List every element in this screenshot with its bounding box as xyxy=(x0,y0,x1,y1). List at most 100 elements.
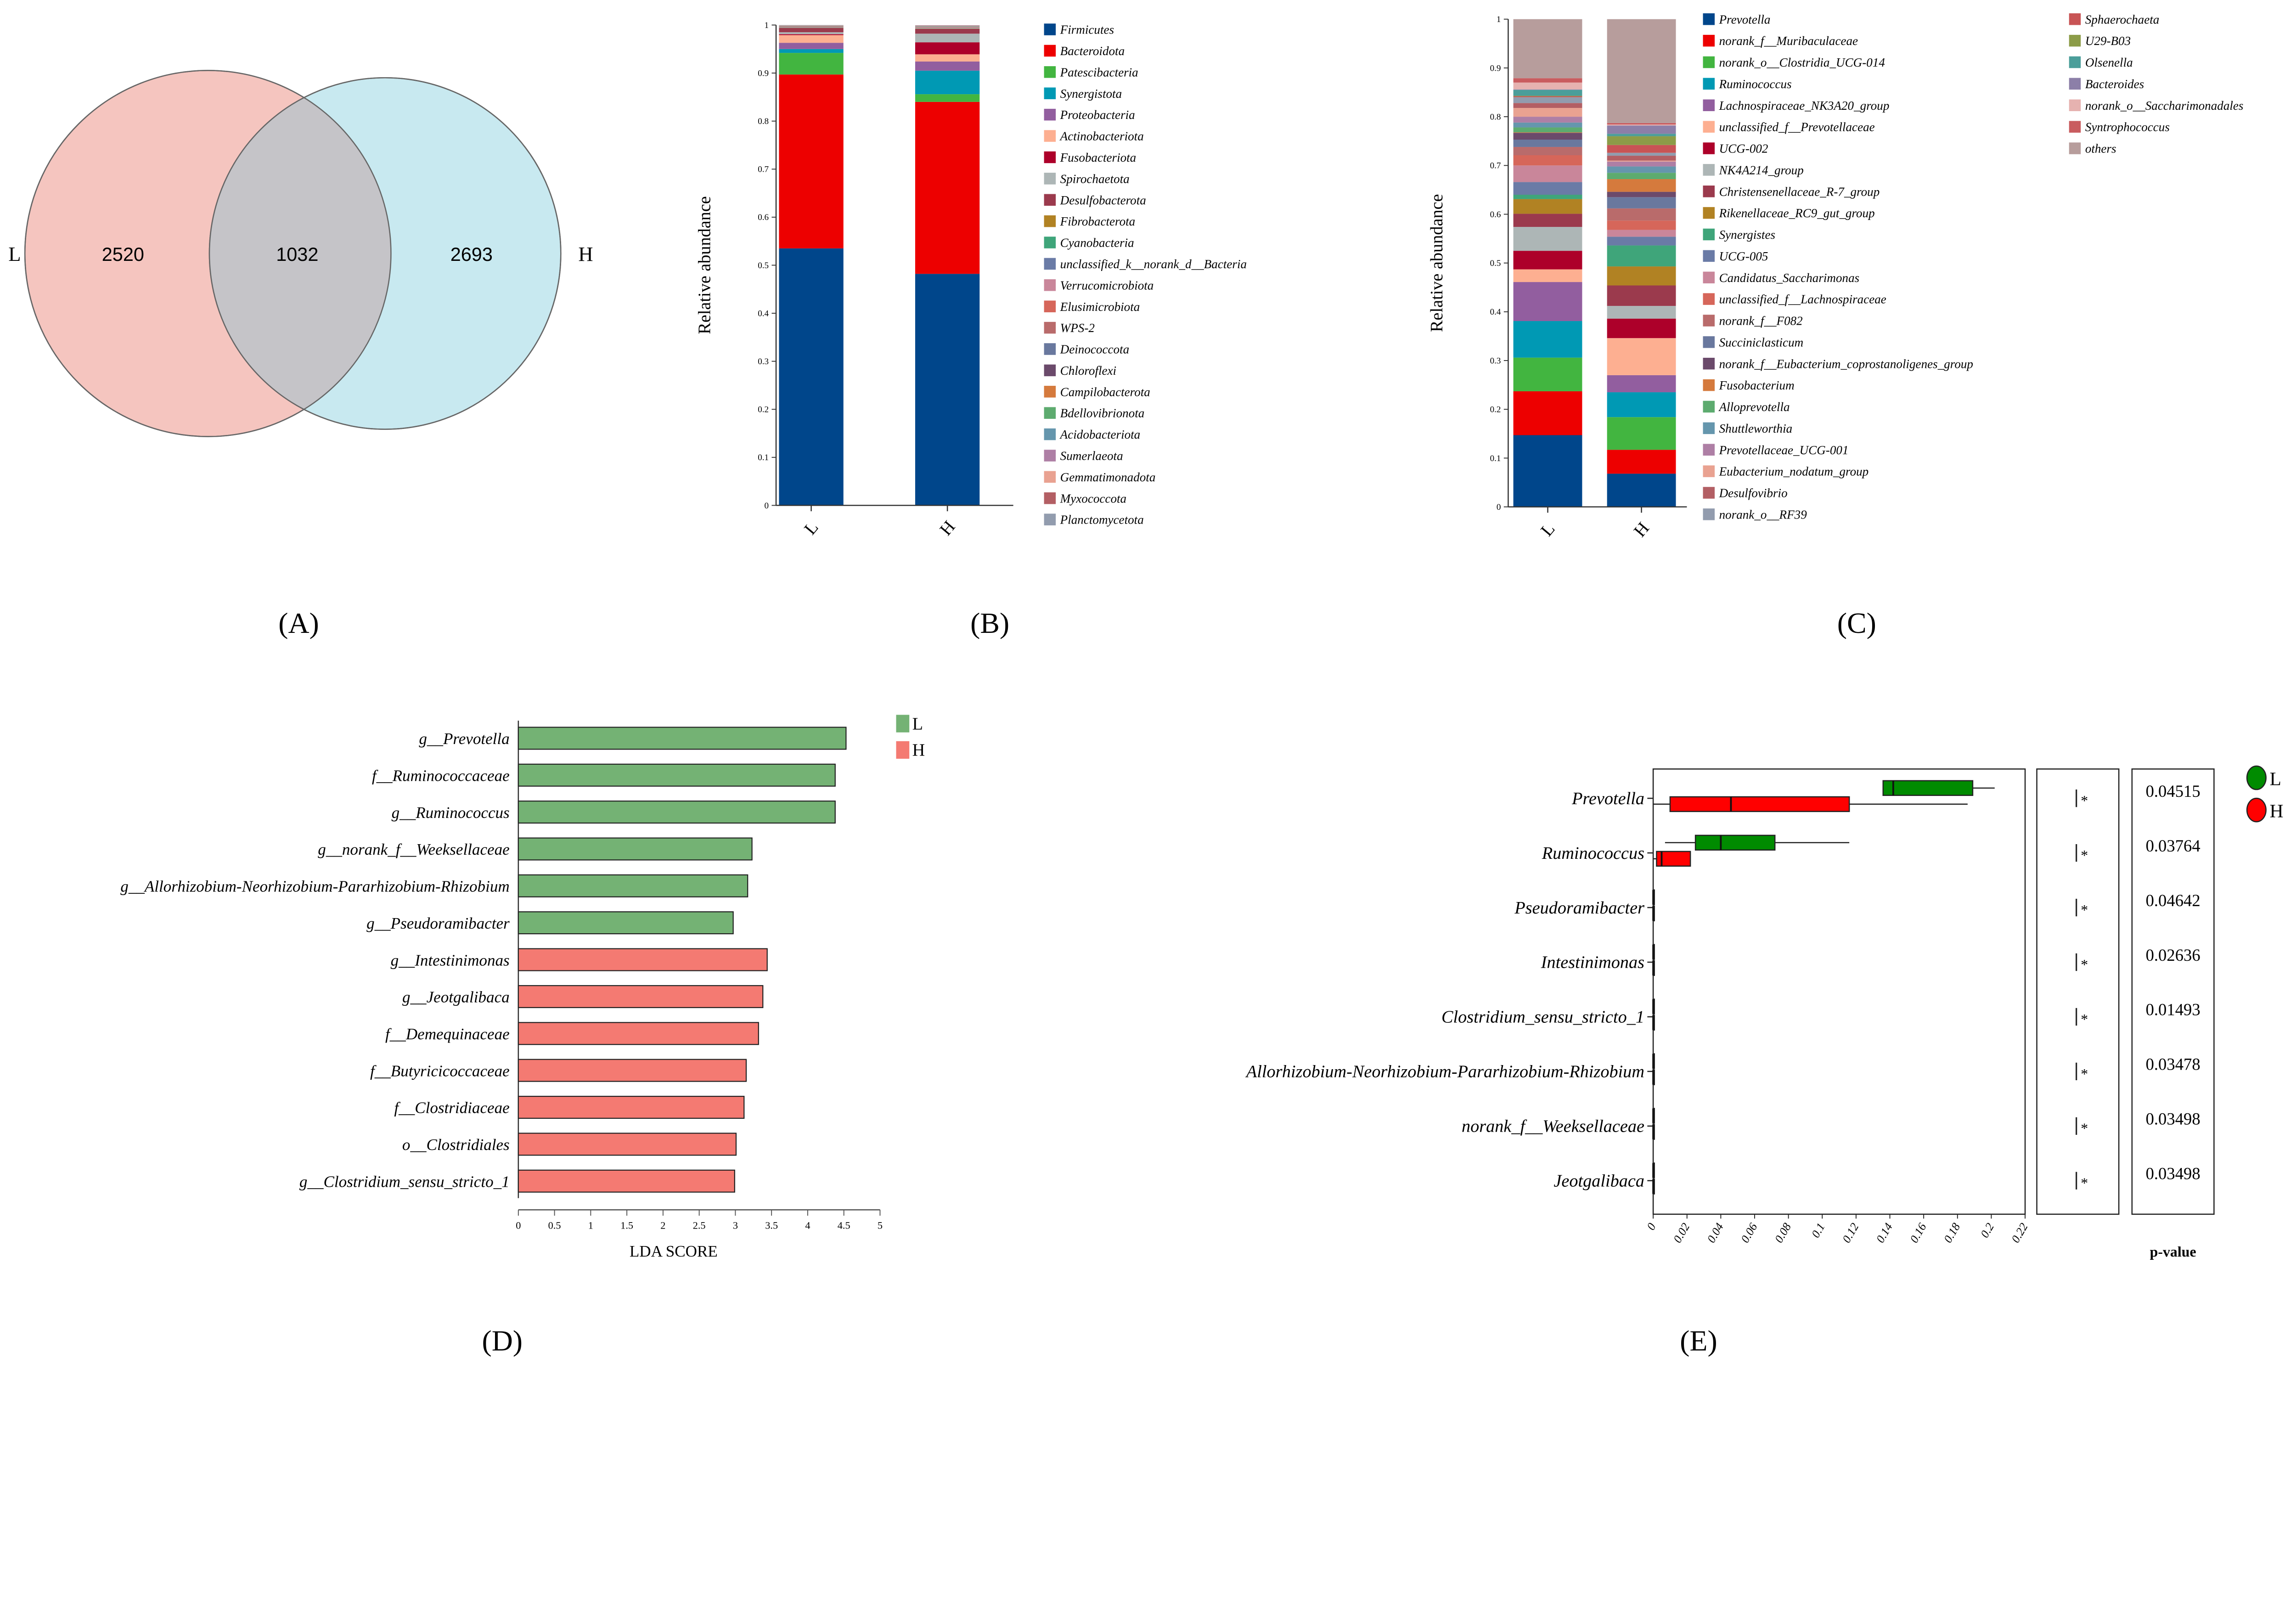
bar-segment xyxy=(915,27,980,28)
significance-marker: * xyxy=(2081,793,2088,809)
legend-label: unclassified_f__Prevotellaceae xyxy=(1719,120,1875,134)
p-value: 0.03498 xyxy=(2146,1110,2200,1128)
legend-label: Fibrobacterota xyxy=(1060,214,1136,228)
p-value: 0.02636 xyxy=(2146,946,2200,964)
category-label: Intestinimonas xyxy=(1541,953,1644,972)
bar-segment xyxy=(779,248,844,506)
y-tick-label: 0.8 xyxy=(758,117,769,126)
legend-swatch xyxy=(1703,228,1715,241)
bar-segment xyxy=(1607,152,1676,156)
x-axis-label: LDA SCORE xyxy=(630,1242,718,1260)
venn-intersection xyxy=(209,78,391,429)
y-tick-label: 1 xyxy=(765,21,769,30)
x-tick-label: L xyxy=(800,518,822,539)
boxplot-panel-e: Prevotella*0.04515Ruminococcus*0.03764Ps… xyxy=(1245,765,2284,1260)
legend-label: Campilobacterota xyxy=(1060,385,1150,399)
legend-swatch xyxy=(1044,173,1056,185)
y-tick-label: 0.1 xyxy=(1490,454,1501,463)
bar-segment xyxy=(915,54,980,62)
p-value: 0.01493 xyxy=(2146,1000,2200,1019)
x-tick-label: 4.5 xyxy=(838,1220,850,1231)
box-L xyxy=(1694,835,1776,851)
legend-label: Christensenellaceae_R-7_group xyxy=(1719,185,1880,198)
x-tick-label: 1.5 xyxy=(620,1220,633,1231)
x-tick-label: 0.16 xyxy=(1907,1221,1929,1245)
bar-segment xyxy=(1607,220,1676,230)
legend-label: Shuttleworthia xyxy=(1719,422,1793,435)
bar-segment xyxy=(915,28,980,34)
legend-label: Myxococcota xyxy=(1060,491,1126,505)
lda-bar xyxy=(518,801,836,824)
x-tick-label: 1 xyxy=(588,1220,593,1231)
bar-label: g__Prevotella xyxy=(419,730,509,748)
legend-label: norank_f__Muribaculaceae xyxy=(1719,34,1858,48)
legend-label: Desulfobacterota xyxy=(1060,193,1146,207)
legend-label: Succiniclasticum xyxy=(1719,335,1804,349)
legend-label: norank_o__Clostridia_UCG-014 xyxy=(1719,56,1885,69)
legend-swatch xyxy=(1703,422,1715,434)
legend-swatch xyxy=(1703,13,1715,25)
pvalue-header: p-value xyxy=(2150,1244,2196,1260)
legend-label: Prevotella xyxy=(1719,12,1771,26)
legend-label: Lachnospiraceae_NK3A20_group xyxy=(1719,99,1890,113)
bar-segment xyxy=(1607,161,1676,167)
bar-segment xyxy=(1513,78,1582,83)
legend-label: Chloroflexi xyxy=(1060,364,1116,378)
legend-swatch xyxy=(1703,508,1715,520)
bar-segment xyxy=(915,25,980,26)
bar-segment xyxy=(1607,192,1676,197)
legend-swatch xyxy=(1703,315,1715,327)
legend-swatch xyxy=(896,741,910,759)
legend-swatch xyxy=(1703,164,1715,176)
x-tick-label: 0.22 xyxy=(2009,1221,2031,1245)
bar-segment xyxy=(1607,160,1676,162)
legend-label: Proteobacteria xyxy=(1060,108,1135,122)
legend-swatch xyxy=(1044,321,1056,334)
legend-label: WPS-2 xyxy=(1060,321,1095,335)
venn-count-intersection: 1032 xyxy=(276,243,318,265)
legend-label: Eubacterium_nodatum_group xyxy=(1719,465,1869,479)
bar-segment xyxy=(1607,237,1676,246)
legend-label: others xyxy=(2085,142,2116,156)
bar-segment xyxy=(915,28,980,29)
bar-segment xyxy=(1513,133,1582,140)
bar-segment xyxy=(1607,338,1676,375)
legend-swatch xyxy=(1703,293,1715,305)
venn-count-L: 2520 xyxy=(102,243,144,265)
bar-segment xyxy=(1513,90,1582,96)
y-tick-label: 0.2 xyxy=(1490,405,1501,415)
legend-swatch xyxy=(1703,34,1715,47)
bar-segment xyxy=(915,42,980,55)
bar-segment xyxy=(1607,156,1676,161)
legend-label: Acidobacteriota xyxy=(1059,428,1141,441)
x-tick-label: 0.14 xyxy=(1874,1221,1896,1245)
legend-label: U29-B03 xyxy=(2085,34,2131,48)
legend-swatch xyxy=(1044,45,1056,57)
bar-label: f__Demequinaceae xyxy=(385,1025,510,1043)
y-tick-label: 0.5 xyxy=(1490,259,1501,268)
legend-label: Synergistes xyxy=(1719,228,1775,242)
bar-segment xyxy=(1607,124,1676,126)
x-tick-label: 2 xyxy=(660,1220,665,1231)
legend-swatch xyxy=(1044,258,1056,270)
y-tick-label: 0.5 xyxy=(758,261,769,271)
legend-swatch xyxy=(1044,151,1056,164)
bar-segment xyxy=(1513,269,1582,282)
bar-label: f__Ruminococcaceae xyxy=(372,767,510,785)
legend-label: norank_f__Eubacterium_coprostanoligenes_… xyxy=(1719,357,1973,371)
y-tick-label: 0.4 xyxy=(758,309,769,318)
legend-label: Sumerlaeota xyxy=(1060,449,1123,463)
y-tick-label: 0.3 xyxy=(1490,356,1501,366)
bar-segment xyxy=(1607,166,1676,173)
lda-bar xyxy=(518,1095,745,1119)
bar-label: g__Allorhizobium-Neorhizobium-Pararhizob… xyxy=(120,878,509,896)
legend-label: Actinobacteriota xyxy=(1059,130,1144,143)
bar-label: g__norank_f__Weeksellaceae xyxy=(318,840,509,858)
x-tick-label: 0 xyxy=(1644,1221,1659,1233)
legend-swatch xyxy=(1044,343,1056,355)
y-tick-label: 0.4 xyxy=(1490,307,1501,317)
legend-label: Fusobacterium xyxy=(1719,378,1795,392)
legend-swatch xyxy=(1044,215,1056,227)
